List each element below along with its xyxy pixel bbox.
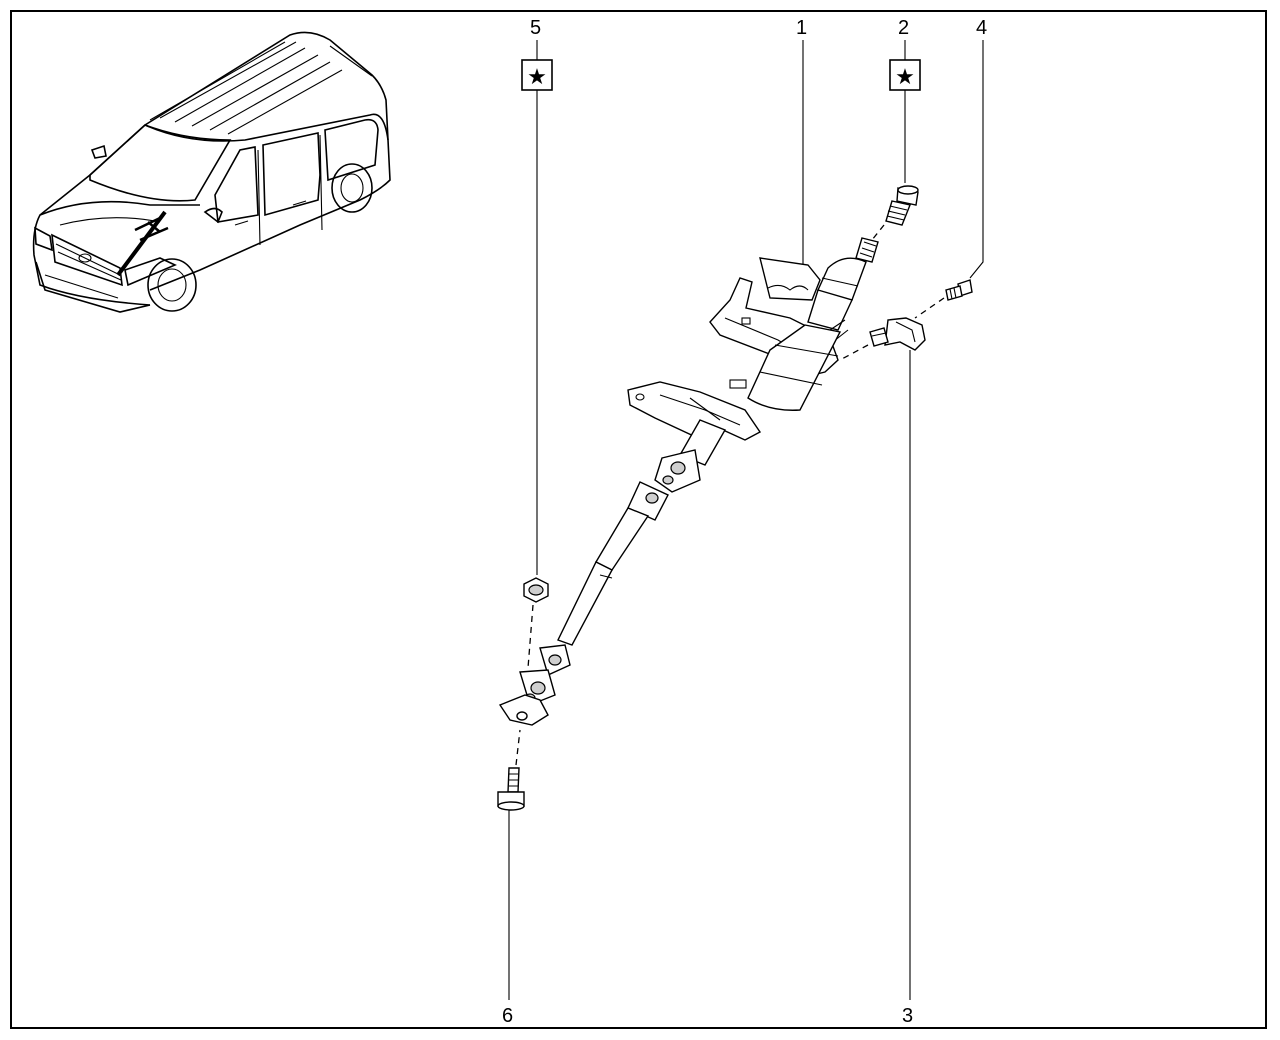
callout-label-5: 5 [530,17,541,39]
steering-column-part-1 [498,237,879,726]
nut-part-5 [523,577,549,603]
bolt-part-2 [885,185,919,226]
callout-label-6: 6 [502,1005,513,1027]
callout-label-1: 1 [796,17,807,39]
star-marker-icon: ★ [521,59,553,91]
callout-label-2: 2 [898,17,909,39]
bolt-part-6 [497,767,525,811]
clip-part-3 [869,317,926,351]
callout-label-4: 4 [976,17,987,39]
svg-text:★: ★ [527,65,547,90]
leader-lines [508,40,984,1000]
vehicle-locator-icon [32,31,391,313]
svg-text:★: ★ [895,65,915,90]
callout-label-3: 3 [902,1005,913,1027]
star-marker-icon: ★ [889,59,921,91]
diagram-frame [10,10,1267,1029]
screw-part-4 [945,279,973,301]
